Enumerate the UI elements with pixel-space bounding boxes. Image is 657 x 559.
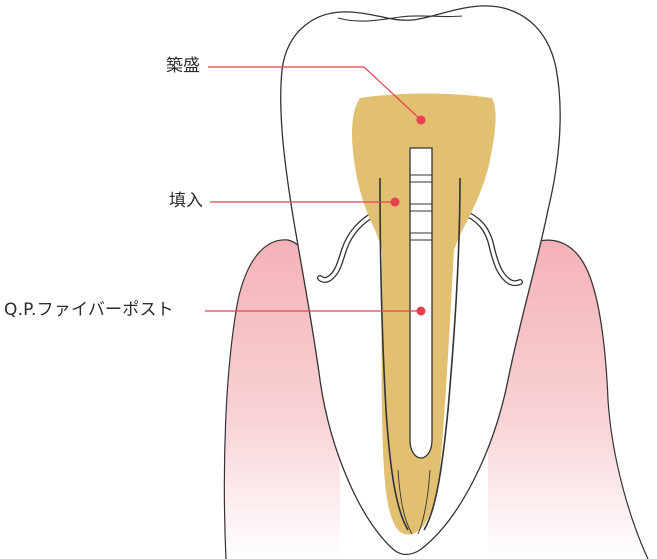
- leader-dot-post: [417, 307, 426, 316]
- leader-dot-filling: [391, 198, 400, 207]
- label-fiber-post: Q.P.ファイバーポスト: [4, 300, 174, 320]
- fiber-post: [410, 148, 432, 458]
- leader-dot-build-up: [417, 116, 426, 125]
- label-filling: 填入: [169, 191, 203, 211]
- label-build-up: 築盛: [166, 56, 200, 76]
